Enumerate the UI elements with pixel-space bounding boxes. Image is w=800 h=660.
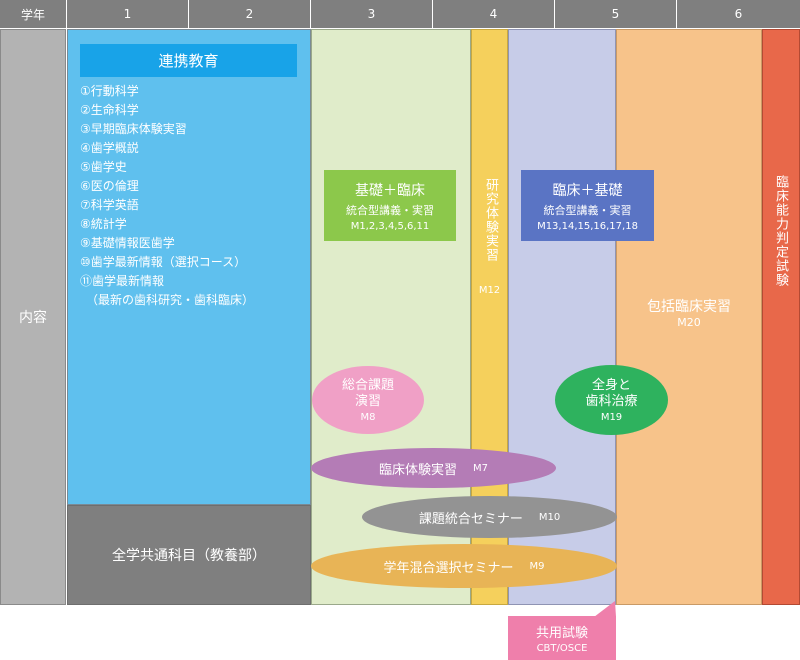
header-year-3: 3 bbox=[311, 0, 433, 28]
zenshin-line2: 歯科治療 bbox=[585, 393, 638, 409]
list-item: ①行動科学 bbox=[80, 84, 139, 98]
list-item: ⑨基礎情報医歯学 bbox=[80, 236, 175, 250]
zenshin-line1: 全身と bbox=[591, 377, 631, 393]
kyoyo-sub: CBT/OSCE bbox=[536, 643, 588, 654]
houkatsu-code: M20 bbox=[677, 315, 701, 329]
list-item: ⑥医の倫理 bbox=[80, 179, 139, 193]
gakunen-title: 学年混合選択セミナー bbox=[383, 560, 514, 576]
list-item: ③早期臨床体験実習 bbox=[80, 122, 187, 136]
zengaku-text: 全学共通科目（教養部） bbox=[112, 548, 266, 564]
header-year-5: 5 bbox=[555, 0, 677, 28]
rinsho-kiso-sub: 統合型講義・実習 bbox=[543, 203, 632, 217]
list-item: ⑦科学英語 bbox=[80, 198, 139, 212]
kyoyo-shiken-box: 共用試験 CBT/OSCE bbox=[508, 616, 616, 660]
gakunen-code: M9 bbox=[529, 560, 545, 572]
header-year-4: 4 bbox=[433, 0, 555, 28]
list-item: ②生命科学 bbox=[80, 103, 139, 117]
kenkyu-code: M12 bbox=[478, 285, 501, 296]
header-year-6: 6 bbox=[677, 0, 800, 28]
row-label-content: 内容 bbox=[0, 29, 66, 605]
kenkyu-title: 研究体験実習 bbox=[483, 178, 498, 262]
renkei-title: 連携教育 bbox=[80, 44, 297, 77]
kiso-rinsho-code: M1,2,3,4,5,6,11 bbox=[350, 220, 430, 232]
renkei-block bbox=[67, 29, 311, 505]
kiso-rinsho-box: 基礎＋臨床 統合型講義・実習 M1,2,3,4,5,6,11 bbox=[324, 170, 456, 241]
row-label-text: 内容 bbox=[19, 310, 47, 326]
shiken-block bbox=[762, 29, 800, 605]
list-item: ⑤歯学史 bbox=[80, 160, 127, 174]
kadai-togo-title: 課題統合セミナー bbox=[418, 511, 523, 527]
kiso-rinsho-title: 基礎＋臨床 bbox=[355, 182, 425, 199]
zenshin-ellipse: 全身と 歯科治療 M19 bbox=[555, 365, 668, 435]
kadai-togo-ellipse: 課題統合セミナー M10 bbox=[362, 496, 617, 538]
rinsho-taiken-code: M7 bbox=[473, 462, 488, 474]
rinsho-taiken-ellipse: 臨床体験実習 M7 bbox=[311, 448, 556, 488]
sogo-kadai-code: M8 bbox=[360, 411, 376, 423]
list-item: ⑩歯学最新情報（選択コース） bbox=[80, 255, 247, 269]
rinsho-kiso-title: 臨床＋基礎 bbox=[552, 182, 623, 199]
rinsho-kiso-box: 臨床＋基礎 統合型講義・実習 M13,14,15,16,17,18 bbox=[521, 170, 654, 241]
list-item: （最新の歯科研究・歯科臨床） bbox=[86, 293, 255, 307]
header-year-1: 1 bbox=[67, 0, 189, 28]
rinsho-taiken-title: 臨床体験実習 bbox=[378, 462, 457, 478]
houkatsu-title: 包括臨床実習 bbox=[647, 298, 731, 315]
sogo-kadai-ellipse: 総合課題 演習 M8 bbox=[312, 366, 424, 434]
renkei-title-text: 連携教育 bbox=[158, 52, 219, 70]
zenshin-code: M19 bbox=[600, 411, 623, 423]
houkatsu-label: 包括臨床実習 M20 bbox=[616, 292, 762, 332]
header-grade-label: 学年 bbox=[0, 0, 67, 28]
kiso-rinsho-sub: 統合型講義・実習 bbox=[346, 203, 434, 217]
shiken-text: 臨床能力判定試験 bbox=[773, 175, 788, 287]
sogo-kadai-line1: 総合課題 bbox=[341, 377, 394, 393]
gakunen-ellipse: 学年混合選択セミナー M9 bbox=[311, 544, 617, 588]
callout-pointer bbox=[594, 601, 616, 617]
list-item: ④歯学概説 bbox=[80, 141, 139, 155]
list-item: ⑪歯学最新情報 bbox=[80, 274, 165, 288]
kyoyo-title: 共用試験 bbox=[535, 626, 588, 641]
kadai-togo-code: M10 bbox=[538, 511, 561, 523]
sogo-kadai-line2: 演習 bbox=[354, 393, 381, 409]
renkei-list: ①行動科学 ②生命科学 ③早期臨床体験実習 ④歯学概説 ⑤歯学史 ⑥医の倫理 ⑦… bbox=[80, 82, 300, 310]
list-item: ⑧統計学 bbox=[80, 217, 127, 231]
zengaku-block: 全学共通科目（教養部） bbox=[67, 505, 311, 605]
header-year-2: 2 bbox=[189, 0, 311, 28]
houkatsu-block bbox=[616, 29, 762, 605]
rinsho-kiso-code: M13,14,15,16,17,18 bbox=[537, 220, 638, 232]
